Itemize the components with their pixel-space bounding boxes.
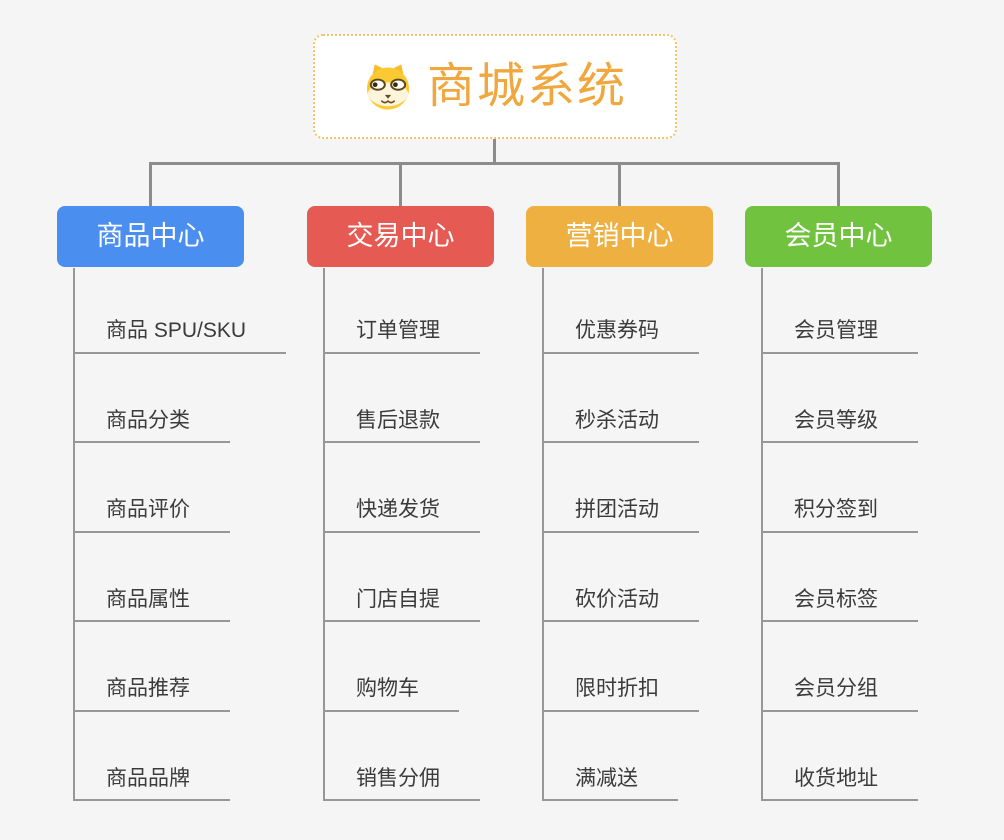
leaf-item[interactable]: 商品评价: [73, 443, 286, 533]
branch-column-product-center: 商品 SPU/SKU 商品分类商品评价商品属性商品推荐商品品牌: [73, 264, 287, 801]
branch-node-marketing-center[interactable]: 营销中心: [526, 206, 713, 267]
leaf-item-label: 商品推荐: [73, 676, 230, 712]
branch-node-label: 商品中心: [96, 221, 205, 251]
leaf-item-label: 满减送: [542, 766, 678, 801]
leaf-item-label: 商品属性: [73, 587, 230, 622]
leaf-item-label: 秒杀活动: [542, 408, 699, 443]
leaf-item-label: 砍价活动: [542, 587, 699, 622]
branch-node-member-center[interactable]: 会员中心: [745, 206, 932, 267]
leaf-item-label: 会员等级: [761, 408, 918, 443]
branch-node-label: 会员中心: [784, 221, 893, 251]
leaf-item-label: 快递发货: [323, 497, 480, 533]
leaf-item[interactable]: 购物车: [323, 622, 480, 712]
leaf-item-label: 门店自提: [323, 587, 480, 622]
leaf-item[interactable]: 商品属性: [73, 533, 286, 622]
connector-drop-branch-2: [399, 162, 402, 207]
leaf-item[interactable]: 会员等级: [761, 354, 918, 443]
leaf-item[interactable]: 积分签到: [761, 443, 918, 533]
leaf-item[interactable]: 快递发货: [323, 443, 480, 533]
connector-drop-branch-4: [837, 162, 840, 207]
leaf-item[interactable]: 商品推荐: [73, 622, 286, 712]
leaf-item[interactable]: 商品分类: [73, 354, 286, 443]
leaf-item-label: 限时折扣: [542, 676, 699, 712]
branch-column-member-center: 会员管理会员等级积分签到会员标签会员分组收货地址: [761, 264, 918, 801]
leaf-item[interactable]: 商品 SPU/SKU: [73, 264, 287, 354]
leaf-item-label: 拼团活动: [542, 497, 699, 533]
leaf-item-label: 销售分佣: [323, 766, 480, 801]
branch-node-label: 营销中心: [565, 221, 674, 251]
leaf-item[interactable]: 砍价活动: [542, 533, 699, 622]
root-node-label: 商城系统: [426, 59, 627, 113]
connector-root-drop: [493, 139, 496, 164]
leaf-item-label: 会员分组: [761, 676, 918, 712]
leaf-item[interactable]: 限时折扣: [542, 622, 699, 712]
leaf-item-label: 会员标签: [761, 587, 918, 622]
leaf-item-label: 会员管理: [761, 318, 918, 354]
leaf-item[interactable]: 售后退款: [323, 354, 480, 443]
leaf-item[interactable]: 优惠券码: [542, 264, 699, 354]
leaf-item[interactable]: 门店自提: [323, 533, 480, 622]
connector-horizontal-rail: [149, 162, 840, 165]
dog-face-icon: [366, 63, 410, 110]
leaf-item[interactable]: 会员标签: [761, 533, 918, 622]
branch-column-marketing-center: 优惠券码秒杀活动拼团活动砍价活动限时折扣满减送: [542, 264, 699, 801]
leaf-item[interactable]: 会员分组: [761, 622, 918, 712]
leaf-item-label: 商品评价: [73, 497, 230, 533]
connector-drop-branch-1: [149, 162, 152, 207]
leaf-item[interactable]: 满减送: [542, 712, 699, 801]
leaf-item-label: 优惠券码: [542, 318, 699, 354]
branch-node-trade-center[interactable]: 交易中心: [307, 206, 494, 267]
branch-trunk-line: [542, 268, 544, 801]
leaf-item[interactable]: 销售分佣: [323, 712, 480, 801]
leaf-item-label: 积分签到: [761, 497, 918, 533]
leaf-item[interactable]: 订单管理: [323, 264, 480, 354]
leaf-item-label: 收货地址: [761, 766, 918, 801]
branch-node-product-center[interactable]: 商品中心: [57, 206, 244, 267]
leaf-item[interactable]: 商品品牌: [73, 712, 286, 801]
root-node[interactable]: 商城系统: [313, 34, 677, 139]
branch-trunk-line: [761, 268, 763, 801]
branch-trunk-line: [323, 268, 325, 801]
leaf-item-label: 商品品牌: [73, 766, 230, 801]
connector-drop-branch-3: [618, 162, 621, 207]
branch-node-label: 交易中心: [346, 221, 455, 251]
leaf-item[interactable]: 拼团活动: [542, 443, 699, 533]
branch-trunk-line: [73, 268, 75, 801]
leaf-item[interactable]: 秒杀活动: [542, 354, 699, 443]
leaf-item-label: 商品分类: [73, 408, 230, 443]
leaf-item-label: 售后退款: [323, 408, 480, 443]
leaf-item[interactable]: 会员管理: [761, 264, 918, 354]
leaf-item-label: 商品 SPU/SKU: [73, 318, 287, 354]
leaf-item-label: 订单管理: [323, 318, 480, 354]
leaf-item[interactable]: 收货地址: [761, 712, 918, 801]
branch-column-trade-center: 订单管理售后退款快递发货门店自提购物车销售分佣: [323, 264, 480, 801]
leaf-item-label: 购物车: [323, 676, 459, 712]
